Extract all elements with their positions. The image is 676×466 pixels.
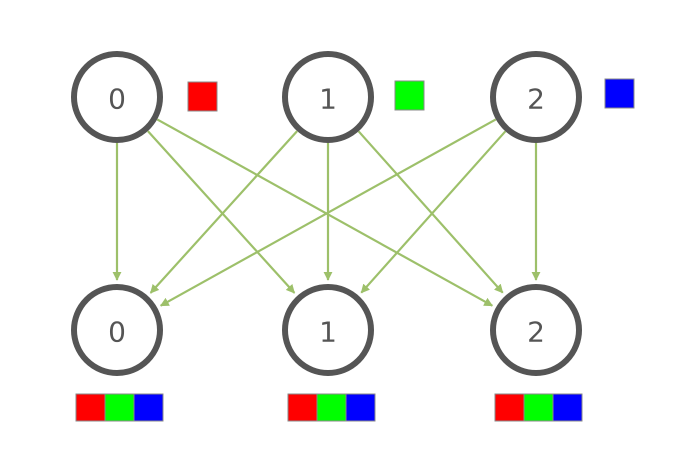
bottom-node-2-circle [490,284,582,376]
top-node-1-swatch [394,80,425,111]
bottom-node-2-label: 2 [527,316,545,349]
top-node-1-circle [282,51,374,143]
bottom-node-2-swatch-blue [552,393,583,422]
bottom-node-1-label: 1 [319,316,337,349]
bottom-node-1-circle [282,284,374,376]
top-node-0: 0 [71,51,163,143]
bottom-node-2: 2 [490,284,582,376]
edge-top-1-to-bottom-0 [149,130,298,294]
bottom-node-2-swatch-strip [494,393,583,422]
bottom-node-1-swatch-blue [345,393,376,422]
bottom-node-0-swatch-red [75,393,106,422]
bottom-node-0-label: 0 [108,316,126,349]
top-node-2-label: 2 [527,83,545,116]
edge-top-2-to-bottom-0 [159,118,497,307]
bottom-node-0-circle [71,284,163,376]
edge-top-0-to-bottom-2 [156,118,494,307]
top-node-1-label: 1 [319,83,337,116]
edge-top-1-to-bottom-2 [357,130,504,294]
edge-top-0-to-bottom-1 [147,130,296,294]
top-node-2-circle [490,51,582,143]
edges-group [112,118,541,307]
top-node-2-swatch [604,78,635,109]
bottom-node-1-swatch-green [316,393,347,422]
top-node-0-label: 0 [108,83,126,116]
edge-top-2-to-bottom-1 [360,130,507,294]
bottom-node-1-swatch-red [287,393,318,422]
bottom-node-0: 0 [71,284,163,376]
top-node-0-circle [71,51,163,143]
bottom-node-0-swatch-strip [75,393,164,422]
bottom-node-2-swatch-green [523,393,554,422]
bottom-node-0-swatch-green [104,393,135,422]
top-node-0-swatch [187,81,218,112]
bottom-node-1-swatch-strip [287,393,376,422]
top-node-1: 1 [282,51,374,143]
bottom-node-1: 1 [282,284,374,376]
top-node-2: 2 [490,51,582,143]
bottom-node-0-swatch-blue [133,393,164,422]
bottom-node-2-swatch-red [494,393,525,422]
